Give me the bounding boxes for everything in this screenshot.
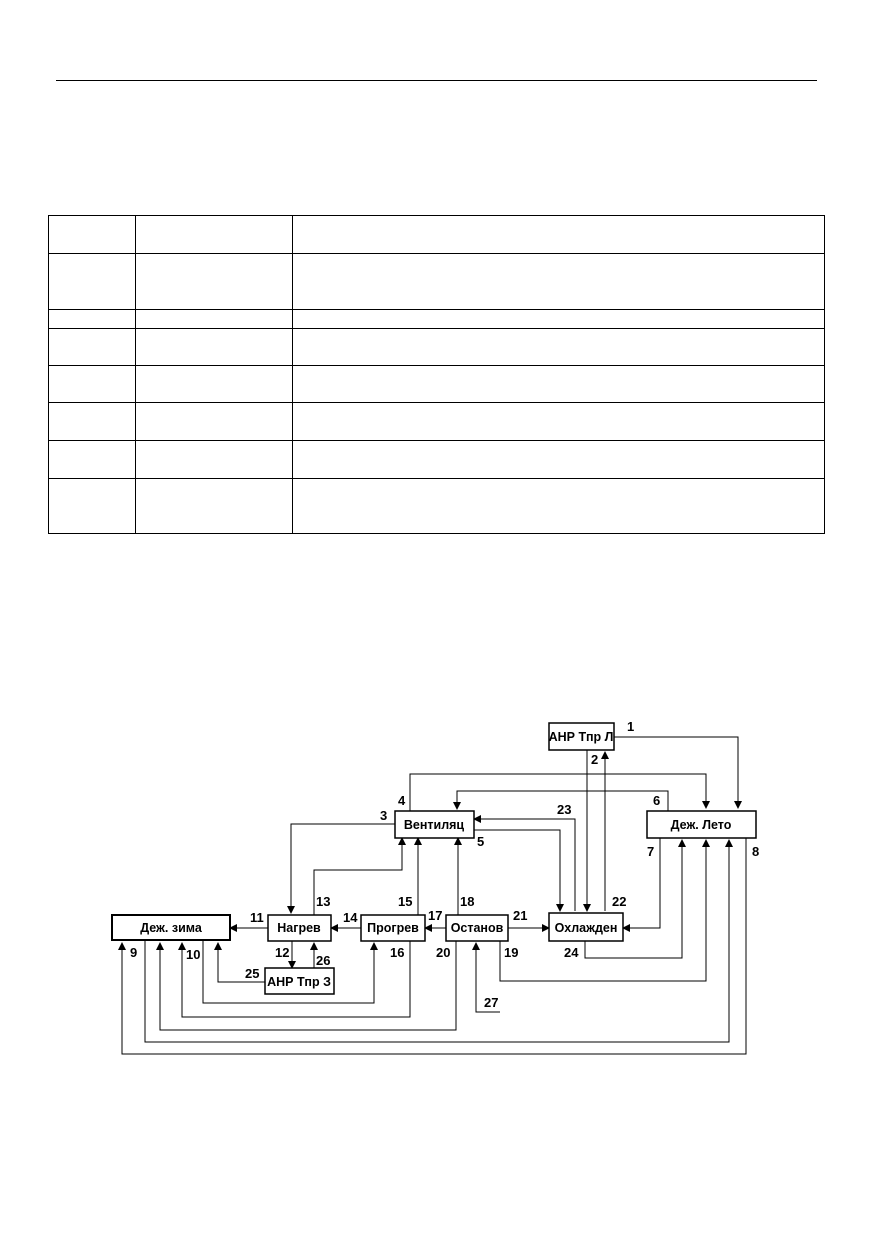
state-label-anr-tpr-z: АНР Тпр З — [267, 975, 331, 989]
transition-number-15: 15 — [398, 894, 412, 909]
transition-8-line — [118, 838, 747, 1055]
table-cell — [48, 402, 136, 441]
transition-number-1: 1 — [627, 719, 634, 734]
transition-number-20: 20 — [436, 945, 450, 960]
table-row — [48, 365, 825, 403]
transition-1-line — [614, 736, 742, 809]
transition-number-27: 27 — [484, 995, 498, 1010]
transition-6-line — [453, 790, 669, 811]
transition-number-19: 19 — [504, 945, 518, 960]
state-box-anr-tpr-l — [548, 722, 615, 751]
state-label-okhlazhden: Охлажден — [555, 921, 618, 935]
header-rule — [56, 80, 817, 81]
empty-table — [48, 215, 825, 534]
transition-number-21: 21 — [513, 908, 527, 923]
transition-number-16: 16 — [390, 945, 404, 960]
transition-number-4: 4 — [398, 793, 406, 808]
table-row — [48, 478, 825, 534]
table-cell — [135, 440, 293, 479]
transition-number-17: 17 — [428, 908, 442, 923]
transition-number-23: 23 — [557, 802, 571, 817]
transition-16-line — [178, 940, 411, 1018]
transition-number-13: 13 — [316, 894, 330, 909]
transition-7-line — [622, 838, 661, 932]
transition-20-line — [156, 941, 457, 1031]
table-cell — [292, 365, 825, 403]
transition-10-line — [202, 940, 378, 1004]
transition-number-8: 8 — [752, 844, 759, 859]
state-label-progrev: Прогрев — [367, 921, 419, 935]
state-label-anr-tpr-l: АНР Тпр Л — [549, 730, 614, 744]
transition-number-26: 26 — [316, 953, 330, 968]
transition-4-line — [409, 773, 710, 811]
state-box-dezh-zima — [111, 914, 231, 941]
state-box-progrev — [360, 914, 426, 942]
transition-number-2: 2 — [591, 752, 598, 767]
table-cell — [48, 478, 136, 534]
state-label-dezh-leto: Деж. Лето — [671, 818, 732, 832]
transition-number-7: 7 — [647, 844, 654, 859]
table-row — [48, 215, 825, 254]
transition-9-line — [144, 839, 733, 1043]
transition-number-10: 10 — [186, 947, 200, 962]
transition-number-5: 5 — [477, 834, 484, 849]
transition-number-3: 3 — [380, 808, 387, 823]
transition-13-line — [313, 837, 406, 915]
state-box-okhlazhden — [548, 912, 624, 942]
state-box-dezh-leto — [646, 810, 757, 839]
state-label-ostanov: Останов — [451, 921, 504, 935]
state-box-anr-tpr-z — [264, 967, 335, 995]
table-cell — [135, 253, 293, 310]
transition-23-line — [473, 815, 576, 911]
state-box-ostanov — [445, 914, 509, 942]
transition-number-14: 14 — [343, 910, 358, 925]
transition-19-line — [499, 839, 710, 982]
transition-number-9: 9 — [130, 945, 137, 960]
table-row — [48, 402, 825, 441]
transition-number-25: 25 — [245, 966, 259, 981]
state-label-ventilyats: Вентиляц — [404, 818, 465, 832]
transition-3-line — [287, 823, 395, 914]
state-label-dezh-zima: Деж. зима — [140, 921, 203, 935]
table-cell — [292, 478, 825, 534]
transition-number-24: 24 — [564, 945, 579, 960]
table-cell — [48, 440, 136, 479]
transition-5-line — [474, 829, 564, 912]
transition-number-18: 18 — [460, 894, 474, 909]
transition-25-line — [214, 942, 265, 983]
table-cell — [135, 478, 293, 534]
table-cell — [135, 328, 293, 366]
table-cell — [292, 402, 825, 441]
state-box-ventilyats — [394, 810, 475, 839]
transition-number-6: 6 — [653, 793, 660, 808]
transition-number-22: 22 — [612, 894, 626, 909]
state-box-nagrev — [267, 914, 332, 942]
state-label-nagrev: Нагрев — [277, 921, 321, 935]
transition-number-11: 11 — [250, 910, 264, 925]
transition-number-12: 12 — [275, 945, 289, 960]
transition-24-line — [584, 839, 686, 959]
transition-27-line — [472, 942, 500, 1013]
table-cell — [48, 328, 136, 366]
